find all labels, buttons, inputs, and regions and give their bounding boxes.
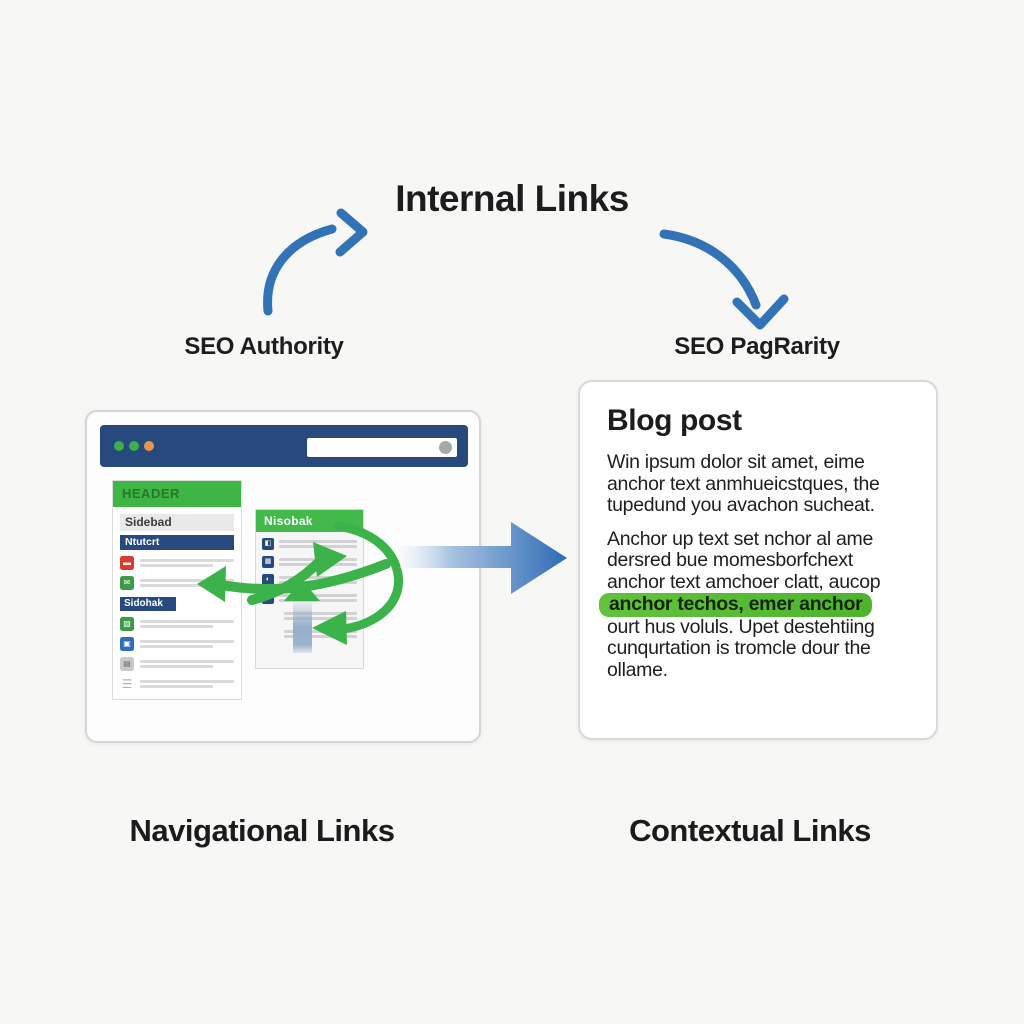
sidebar-panel: HEADER Sidebad Ntutcrt ▬ ✉ Sidohak ▨ ▣ ▤ <box>112 480 242 700</box>
text-lines <box>140 576 234 590</box>
text-lines <box>284 610 357 622</box>
body-line: Win ipsum dolor sit amet, eime <box>607 451 865 473</box>
mail-icon: ✉ <box>120 576 134 590</box>
blog-post-title: Blog post <box>607 404 742 437</box>
chart-icon: ▨ <box>120 617 134 631</box>
zero-badge-icon: 0 <box>262 591 274 604</box>
nav-link-row[interactable]: ◐ <box>262 573 357 586</box>
text-lines <box>279 556 357 568</box>
nav-link-row[interactable]: ▦ <box>262 555 357 568</box>
curved-arrow-left-icon <box>263 208 368 316</box>
nav-link-row[interactable]: 0 <box>262 591 357 604</box>
text-lines <box>284 628 357 640</box>
sidebar-link-row[interactable]: ▬ <box>120 556 234 570</box>
nav-panel-title: Nisobak <box>256 510 363 532</box>
body-line: ollame. <box>607 658 668 681</box>
browser-window: HEADER Sidebad Ntutcrt ▬ ✉ Sidohak ▨ ▣ ▤ <box>85 410 481 743</box>
text-lines <box>279 592 357 604</box>
sidebar-link-row[interactable]: ▣ <box>120 637 234 651</box>
page-title: Internal Links <box>395 178 629 219</box>
curved-arrow-right-icon <box>659 229 789 330</box>
blog-post-panel: Blog post Win ipsum dolor sit amet, eime… <box>578 380 938 740</box>
body-line: anchor text amchoer clatt, aucop <box>607 570 881 593</box>
window-dot-orange-icon <box>144 441 154 451</box>
body-line: dersred bue momesborfchext <box>607 549 853 571</box>
seo-pagerank-label: SEO PagRarity <box>674 333 840 360</box>
text-lines <box>140 556 234 570</box>
text-lines <box>279 574 357 586</box>
sidebar-link-row[interactable]: ▤ <box>120 657 234 671</box>
sidebar-section-item[interactable]: Sidohak <box>120 597 176 611</box>
window-dot-green-icon <box>129 441 139 451</box>
blog-post-body: Win ipsum dolor sit amet, eime anchor te… <box>599 451 919 681</box>
highlighted-anchor-line: anchor techos, emer anchor <box>599 593 919 617</box>
sidebar-title: Sidebad <box>120 514 234 531</box>
cloud-icon: ◧ <box>262 537 274 550</box>
chat-icon: ◐ <box>262 573 274 586</box>
text-lines <box>140 677 234 691</box>
text-lines <box>279 538 357 550</box>
sidebar-active-item[interactable]: Ntutcrt <box>120 535 234 550</box>
body-line: anchor text anmhueicstques, the <box>607 472 880 495</box>
paragraph-gap <box>607 517 919 529</box>
sidebar-link-row[interactable]: ▨ <box>120 617 234 631</box>
address-bar[interactable] <box>307 438 457 457</box>
image-icon: ▦ <box>262 555 274 568</box>
text-lines <box>140 617 234 631</box>
list-icon: ☰ <box>121 677 133 691</box>
text-lines <box>140 657 234 671</box>
body-line: Anchor up text set nchor al ame <box>607 527 874 550</box>
sidebar-link-row[interactable]: ☰ <box>120 677 234 691</box>
nav-link-row[interactable] <box>279 609 357 622</box>
navigational-links-caption: Navigational Links <box>129 813 395 848</box>
apps-icon: ▣ <box>120 637 134 651</box>
body-line: tupedund you avachon sucheat. <box>607 494 875 516</box>
seo-authority-label: SEO Authority <box>184 333 344 360</box>
header-bar: HEADER <box>113 481 241 507</box>
search-knob-icon <box>439 441 452 454</box>
browser-titlebar <box>100 425 468 467</box>
text-lines <box>140 637 234 651</box>
red-doc-icon: ▬ <box>120 556 134 570</box>
window-dot-green-icon <box>114 441 124 451</box>
nav-link-row[interactable]: ◧ <box>262 537 357 550</box>
nav-panel: Nisobak ◧ ▦ ◐ 0 <box>255 509 364 669</box>
nav-link-row[interactable] <box>279 627 357 640</box>
anchor-text-highlight[interactable]: anchor techos, emer anchor <box>599 593 873 617</box>
printer-icon: ▤ <box>120 657 134 671</box>
contextual-links-caption: Contextual Links <box>629 813 871 848</box>
sidebar-link-row[interactable]: ✉ <box>120 576 234 590</box>
body-line: ourt hus voluls. Upet destehtiing <box>607 615 875 638</box>
body-line: cunqurtation is tromcle dour the <box>607 637 871 659</box>
